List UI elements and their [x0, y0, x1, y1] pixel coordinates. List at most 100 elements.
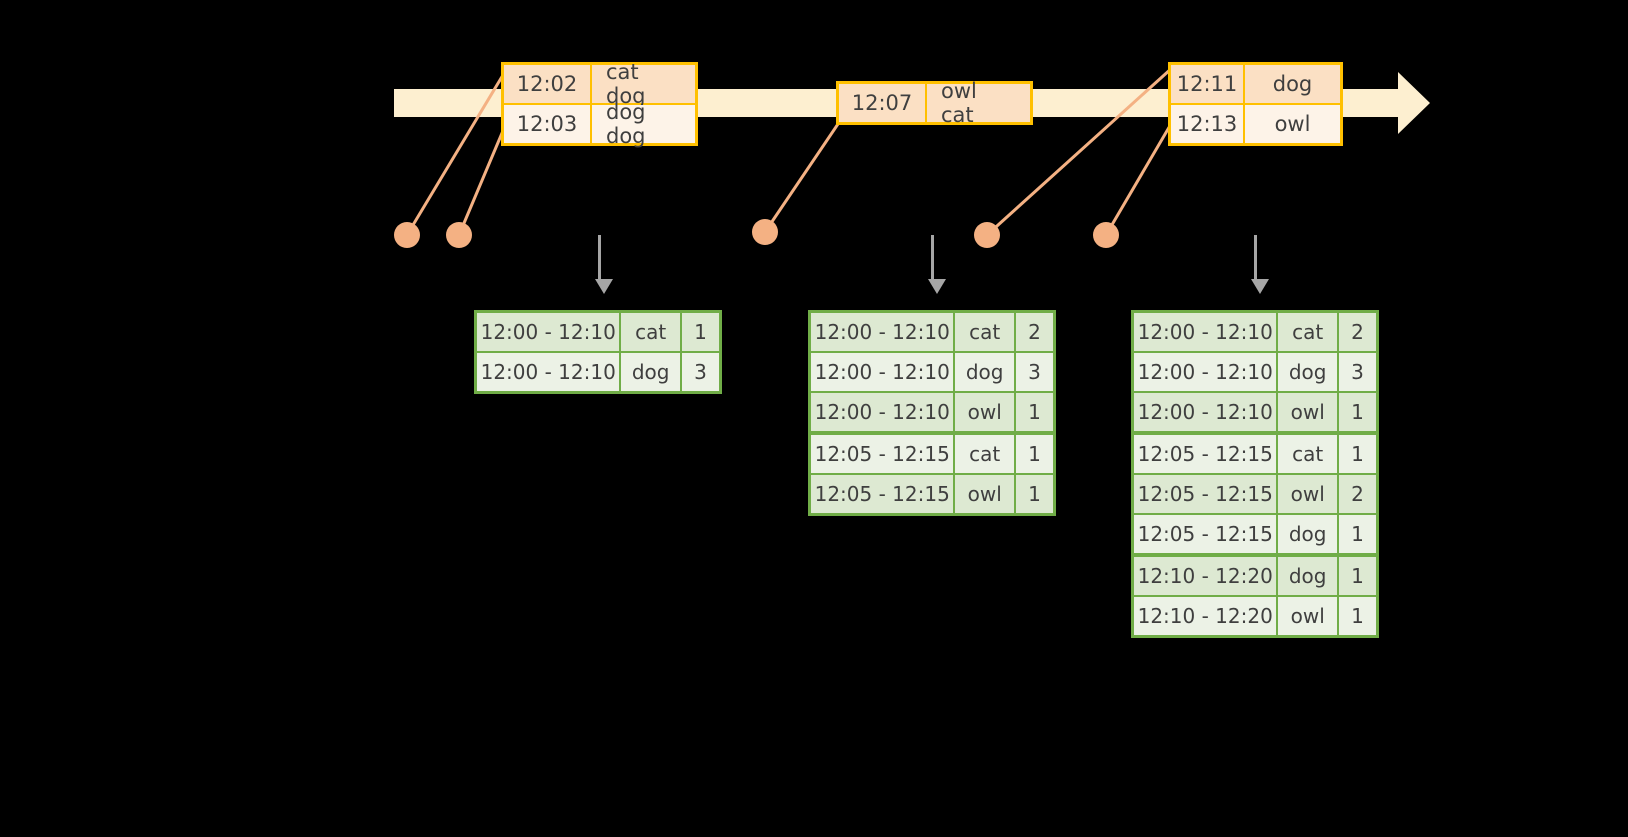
cell-key: dog	[1278, 515, 1339, 553]
cell-window: 12:00 - 12:10	[811, 393, 956, 431]
event-markers	[394, 219, 1119, 248]
connector-line	[457, 125, 507, 236]
cell-count: 1	[1015, 393, 1053, 431]
cell-count: 2	[1338, 475, 1376, 513]
cell-count: 1	[1338, 393, 1376, 431]
flow-arrow-2-icon	[928, 235, 946, 297]
arrow-shaft	[598, 235, 601, 281]
event-row: 12:07 owl cat	[839, 79, 1030, 127]
event-marker-dot[interactable]	[974, 222, 1000, 248]
event-row: 12:03 dog dog	[504, 100, 695, 148]
cell-count: 1	[681, 313, 719, 351]
cell-window: 12:00 - 12:10	[477, 353, 622, 391]
cell-count: 2	[1015, 313, 1053, 351]
event-time: 12:13	[1171, 105, 1245, 143]
event-marker-dot[interactable]	[1093, 222, 1119, 248]
cell-key: owl	[955, 393, 1016, 431]
cell-key: cat	[1278, 313, 1339, 351]
cell-key: owl	[1278, 475, 1339, 513]
flow-arrow-1-icon	[595, 235, 613, 297]
arrow-head	[1251, 279, 1269, 294]
arrow-shaft	[931, 235, 934, 281]
event-box-a[interactable]: 12:02 cat dog 12:03 dog dog	[501, 60, 698, 148]
cell-key: owl	[1278, 597, 1339, 635]
cell-window: 12:10 - 12:20	[1134, 557, 1279, 595]
cell-key: cat	[621, 313, 682, 351]
event-time: 12:02	[504, 65, 592, 103]
cell-window: 12:05 - 12:15	[1134, 475, 1279, 513]
cell-key: cat	[955, 313, 1016, 351]
cell-window: 12:00 - 12:10	[477, 313, 622, 351]
event-marker-dot[interactable]	[446, 222, 472, 248]
timeline-arrowhead-icon	[1398, 72, 1430, 134]
cell-count: 1	[1015, 435, 1053, 473]
arrow-head	[928, 279, 946, 294]
event-marker-dot[interactable]	[394, 222, 420, 248]
event-text: owl cat	[927, 79, 1030, 127]
event-text: dog	[1245, 65, 1340, 103]
cell-count: 1	[1338, 515, 1376, 553]
event-row: 12:02 cat dog	[504, 60, 695, 108]
cell-key: dog	[955, 353, 1016, 391]
cell-count: 2	[1338, 313, 1376, 351]
cell-count: 3	[681, 353, 719, 391]
cell-key: owl	[1278, 393, 1339, 431]
cell-key: dog	[1278, 353, 1339, 391]
cell-key: cat	[955, 435, 1016, 473]
cell-key: owl	[955, 475, 1016, 513]
connector-line	[763, 120, 842, 233]
cell-window: 12:00 - 12:10	[811, 313, 956, 351]
event-time: 12:07	[839, 84, 927, 122]
arrow-shaft	[1254, 235, 1257, 281]
event-time: 12:03	[504, 105, 592, 143]
cell-window: 12:05 - 12:15	[1134, 435, 1279, 473]
cell-window: 12:00 - 12:10	[811, 353, 956, 391]
cell-window: 12:10 - 12:20	[1134, 597, 1279, 635]
cell-window: 12:00 - 12:10	[1134, 393, 1279, 431]
event-box-b[interactable]: 12:07 owl cat	[836, 79, 1033, 127]
cell-window: 12:05 - 12:15	[811, 475, 956, 513]
cell-window: 12:05 - 12:15	[811, 435, 956, 473]
arrow-head	[595, 279, 613, 294]
connector-line	[1104, 123, 1173, 236]
cell-key: dog	[621, 353, 682, 391]
cell-count: 1	[1338, 597, 1376, 635]
event-row: 12:13 owl	[1171, 103, 1340, 143]
cell-count: 1	[1338, 557, 1376, 595]
cell-count: 3	[1015, 353, 1053, 391]
event-time: 12:11	[1171, 65, 1245, 103]
cell-count: 3	[1338, 353, 1376, 391]
event-box-c[interactable]: 12:11 dog 12:13 owl	[1168, 62, 1343, 146]
event-text: dog dog	[592, 100, 695, 148]
event-marker-dot[interactable]	[752, 219, 778, 245]
event-text: cat dog	[592, 60, 695, 108]
cell-count: 1	[1015, 475, 1053, 513]
cell-count: 1	[1338, 435, 1376, 473]
cell-key: dog	[1278, 557, 1339, 595]
event-row: 12:11 dog	[1171, 65, 1340, 103]
cell-window: 12:00 - 12:10	[1134, 313, 1279, 351]
flow-arrow-3-icon	[1251, 235, 1269, 297]
event-text: owl	[1245, 105, 1340, 143]
cell-window: 12:05 - 12:15	[1134, 515, 1279, 553]
cell-window: 12:00 - 12:10	[1134, 353, 1279, 391]
cell-key: cat	[1278, 435, 1339, 473]
